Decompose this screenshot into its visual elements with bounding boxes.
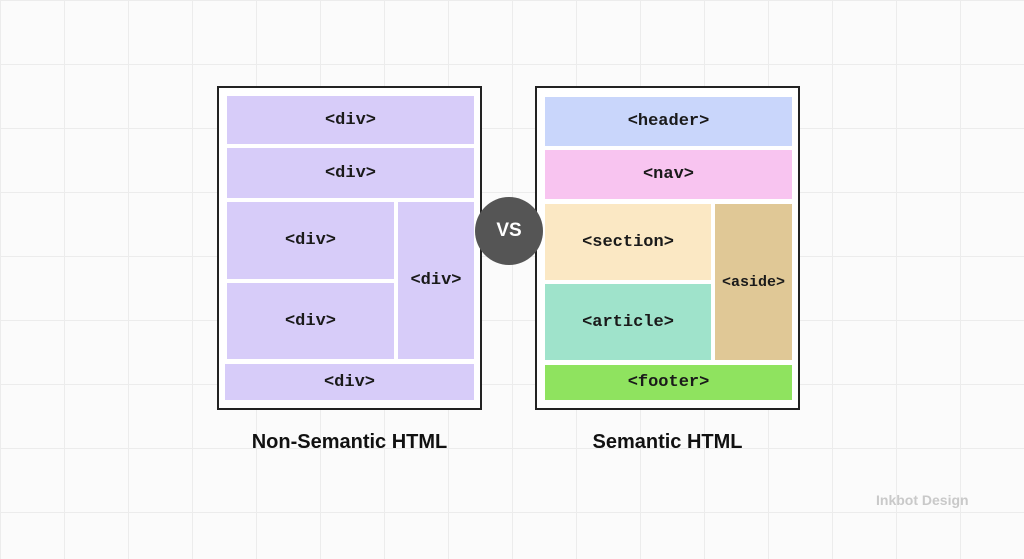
vs-badge: VS bbox=[475, 197, 543, 265]
div-block-middle-left-lower: <div> bbox=[227, 283, 394, 359]
div-block-second: <div> bbox=[227, 148, 474, 198]
footer-block: <footer> bbox=[545, 365, 792, 400]
semantic-caption: Semantic HTML bbox=[592, 431, 743, 453]
div-block-top: <div> bbox=[227, 96, 474, 144]
header-block: <header> bbox=[545, 97, 792, 146]
watermark: Inkbot Design bbox=[876, 492, 969, 508]
non-semantic-caption: Non-Semantic HTML bbox=[251, 431, 448, 453]
non-semantic-panel: <div> <div> <div> <div> <div> <div> bbox=[217, 86, 482, 410]
div-block-bottom: <div> bbox=[225, 364, 474, 400]
aside-block: <aside> bbox=[715, 204, 792, 360]
semantic-panel: <header> <nav> <section> <aside> <articl… bbox=[535, 86, 800, 410]
div-block-middle-left-upper: <div> bbox=[227, 202, 394, 279]
section-block: <section> bbox=[545, 204, 711, 280]
article-block: <article> bbox=[545, 284, 711, 360]
div-block-middle-right: <div> bbox=[398, 202, 474, 359]
nav-block: <nav> bbox=[545, 150, 792, 199]
